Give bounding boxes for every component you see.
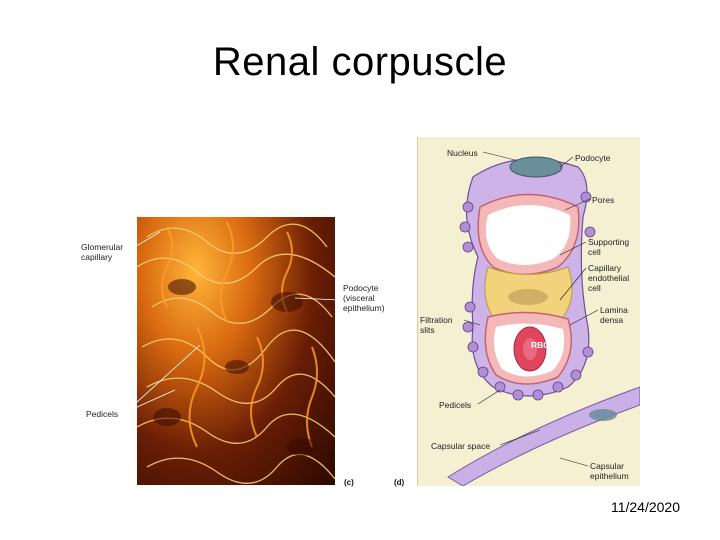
label-glomerular-capillary: Glomerular capillary bbox=[81, 242, 133, 262]
label-capillary-endothelial-cell: Capillary endothelial cell bbox=[588, 263, 636, 293]
label-pores: Pores bbox=[592, 195, 614, 205]
label-podocyte-c: Podocyte (visceral epithelium) bbox=[343, 283, 399, 313]
label-capsular-space: Capsular space bbox=[431, 441, 490, 451]
label-lamina-densa: Lamina densa bbox=[600, 305, 640, 325]
label-filtration-slits: Filtration slits bbox=[420, 315, 464, 335]
label-pedicels-d: Pedicels bbox=[439, 400, 471, 410]
podocyte-nucleus bbox=[510, 157, 562, 177]
sem-texture bbox=[137, 217, 335, 485]
label-supporting-cell: Supporting cell bbox=[588, 237, 636, 257]
label-rbc: RBC bbox=[531, 340, 549, 350]
panel-letter-d: (d) bbox=[394, 478, 404, 487]
label-podocyte-d: Podocyte bbox=[575, 153, 610, 163]
capsular-nucleus bbox=[589, 409, 617, 421]
label-nucleus: Nucleus bbox=[447, 148, 478, 158]
label-capsular-epithelium: Capsular epithelium bbox=[590, 461, 640, 481]
panel-letter-c: (c) bbox=[344, 478, 354, 487]
slide-date: 11/24/2020 bbox=[611, 499, 680, 515]
sem-micrograph bbox=[137, 217, 335, 485]
slide-title: Renal corpuscle bbox=[0, 40, 720, 85]
label-pedicels-c: Pedicels bbox=[86, 409, 118, 419]
